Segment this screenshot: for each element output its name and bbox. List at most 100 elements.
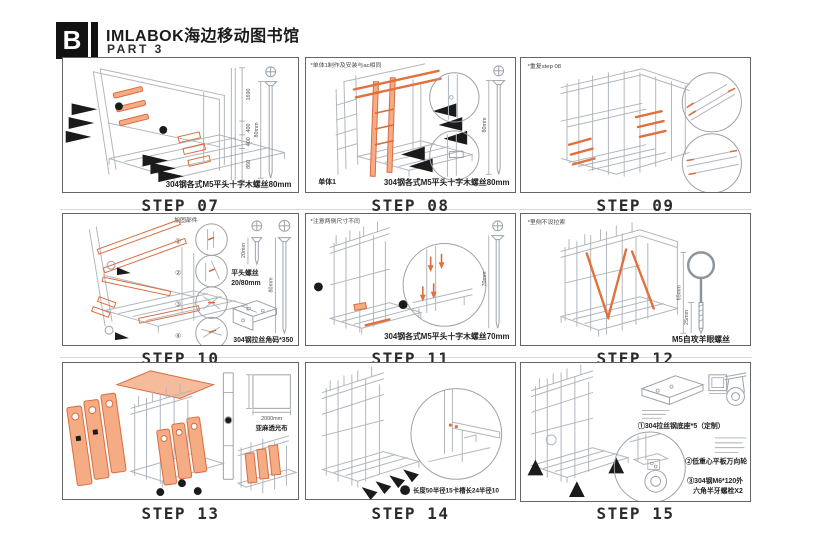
step-14-part-spec: 长度50半径15卡槽长24半径10	[413, 486, 499, 495]
part-subtitle: PART 3	[107, 42, 164, 56]
step-10-note: 加固部件	[174, 216, 198, 224]
screw-icon	[491, 65, 506, 175]
step-12-note: *里侧不设拉索	[528, 218, 566, 226]
step-10-illustration: 加固部件 ① ② ③ ④	[88, 216, 293, 345]
part-badge	[398, 300, 408, 310]
step-15-arrows	[527, 457, 625, 498]
step-08-unit-label: 单体1	[318, 177, 336, 186]
step-09-panel: *重复step 08	[520, 57, 751, 193]
screw-dim-label: 80mm	[254, 122, 260, 138]
step-13-illustration: 2000mm 亚麻透光布	[66, 370, 298, 497]
long-screw-icon	[277, 219, 292, 335]
fabric-dim-label: 2000mm	[261, 416, 283, 422]
part-badge	[114, 102, 123, 111]
step-14-panel: 长度50半径15卡槽长24半径10	[305, 362, 516, 500]
step-15-item-1: ①304拉丝钢底座*5（定制）	[638, 421, 725, 430]
dim-label: 1690	[246, 88, 252, 100]
plank-detail	[222, 372, 234, 480]
part-badge	[178, 479, 186, 488]
detail-circle	[681, 72, 742, 192]
step-08-note: *单体1制作及安装与ac相同	[310, 61, 381, 69]
part-badge	[156, 488, 165, 497]
bracket-label: 304钢拉丝角码*350	[233, 335, 293, 344]
brand-logo-letter: B	[62, 25, 82, 55]
step-12-illustration: *里侧不设拉索 65mm	[528, 218, 731, 344]
fabric-label: 亚麻透光布	[256, 423, 289, 432]
brand-logo-bar	[91, 22, 98, 59]
spec-lines	[714, 437, 747, 454]
step-14-arrows	[361, 469, 419, 499]
detail-circle	[613, 431, 686, 501]
dim-label: 400	[246, 137, 252, 146]
step-15-panel: ①304拉丝钢底座*5（定制） ②低重心平板万向轮 ③304钢M6*120外 六…	[520, 362, 751, 502]
eye-screw-dim-shaft: 65mm	[676, 285, 682, 301]
step-07-arrows	[65, 103, 184, 183]
marker-3: ③	[175, 301, 181, 309]
screw-label-1: 平头螺丝	[231, 268, 259, 277]
step-15-caption: STEP 15	[596, 504, 675, 523]
part-badge	[159, 125, 168, 134]
caster-icon	[724, 372, 747, 406]
dim-label: 400	[246, 123, 252, 132]
marker-4: ④	[175, 332, 181, 340]
step-11-note: *注意两侧尺寸不同	[311, 217, 361, 225]
side-panels-right	[156, 416, 208, 486]
step-14-illustration: 长度50半径15卡槽长24半径10	[320, 366, 503, 499]
part-badge	[313, 282, 323, 292]
step-10-panel: 加固部件 ① ② ③ ④	[62, 213, 299, 346]
brand-logo: B	[56, 22, 88, 59]
step-08-caption: STEP 08	[371, 196, 450, 215]
side-panels-left	[66, 392, 127, 487]
step-08-part-spec: 304钢各式M5平头十字木螺丝80mm	[384, 177, 510, 187]
short-screw-dim: 20mm	[241, 242, 247, 258]
step-09-illustration: *重复step 08	[528, 62, 742, 192]
assembled-mini-frame	[236, 435, 298, 494]
detail-circle	[402, 243, 487, 327]
step-07-panel: 1690 400 400 860 80mm 304钢各式M5平头十字木螺丝80m…	[62, 57, 299, 193]
angle-bracket-icon	[231, 300, 278, 331]
step-07-part-spec: 304钢各式M5平头十字木螺丝80mm	[166, 179, 292, 189]
marker-2: ②	[175, 269, 181, 277]
detail-circle	[429, 72, 480, 181]
step-12-panel: *里侧不设拉索 65mm	[520, 213, 751, 346]
step-11-panel: *注意两侧尺寸不同	[305, 213, 516, 346]
screw-dim-label: 80mm	[482, 117, 488, 133]
step-11-illustration: *注意两侧尺寸不同	[311, 217, 510, 341]
step-07-caption: STEP 07	[141, 196, 220, 215]
step-12-part-label: M5自攻羊眼螺丝	[672, 334, 730, 344]
screw-icon	[263, 66, 278, 179]
step-14-caption: STEP 14	[371, 504, 450, 523]
fabric-square	[252, 374, 291, 409]
step-15-illustration: ①304拉丝钢底座*5（定制） ②低重心平板万向轮 ③304钢M6*120外 六…	[527, 364, 747, 501]
part-badge	[193, 487, 202, 496]
step-08-illustration: *单体1制作及安装与ac相同	[310, 61, 510, 187]
step-15-item-3b: 六角半牙螺栓X2	[693, 486, 743, 495]
screw-icon	[490, 220, 505, 329]
row-divider-1	[60, 209, 752, 210]
step-07-illustration: 1690 400 400 860 80mm 304钢各式M5平头十字木螺丝80m…	[65, 66, 292, 189]
step-15-item-2: ②低重心平板万向轮	[685, 457, 747, 466]
base-plate-icon	[640, 375, 705, 419]
screw-dim-label: 70mm	[482, 271, 488, 287]
short-screw-icon	[250, 220, 263, 266]
step-13-panel: 2000mm 亚麻透光布	[62, 362, 299, 500]
step-13-caption: STEP 13	[141, 504, 220, 523]
row-divider-2	[60, 357, 752, 358]
step-08-panel: *单体1制作及安装与ac相同	[305, 57, 516, 193]
step-09-note: *重复step 08	[528, 62, 562, 70]
detail-circles	[195, 223, 228, 345]
eye-screw-dim-thread: 25mm	[684, 309, 690, 325]
page-title: IMLABOK海边移动图书馆	[106, 28, 300, 45]
plate-square-icon	[708, 374, 728, 392]
eye-screw-icon	[686, 251, 716, 335]
step-08-arrows	[401, 103, 468, 173]
step-11-part-spec: 304钢各式M5平头十字木螺丝70mm	[384, 331, 509, 341]
dim-label: 860	[246, 160, 252, 169]
part-badge	[400, 485, 411, 496]
screw-label-2: 20/80mm	[231, 280, 260, 287]
marker-1: ①	[175, 238, 181, 246]
step-09-caption: STEP 09	[596, 196, 675, 215]
detail-circle	[410, 388, 503, 480]
step-15-item-3a: ③304钢M6*120外	[687, 476, 743, 485]
